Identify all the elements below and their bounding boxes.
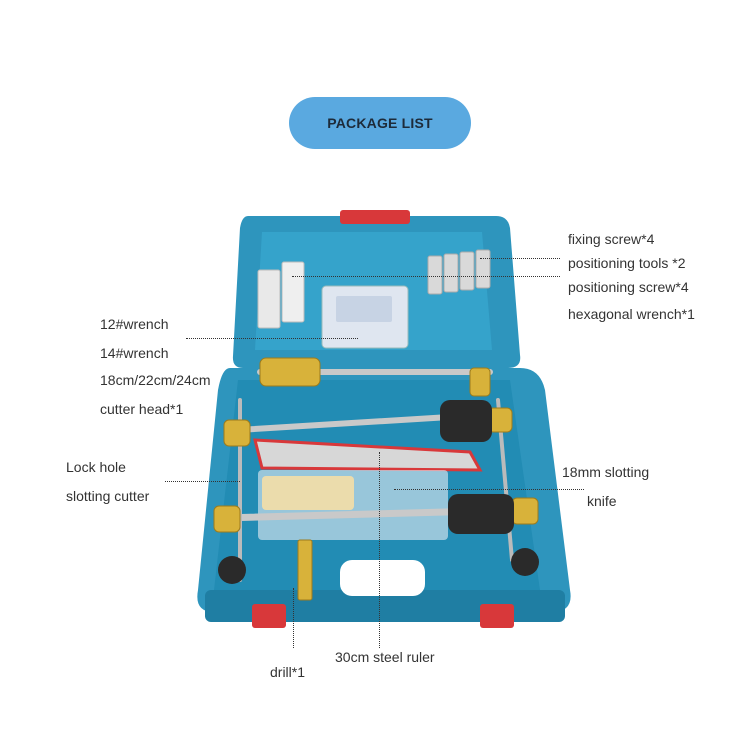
steel-ruler <box>253 438 483 472</box>
leader-12-wrench <box>186 338 358 339</box>
leader-steel-ruler <box>379 452 380 648</box>
leader-lock-hole <box>165 481 240 482</box>
leader-18mm-slotting <box>394 489 584 490</box>
package-list-title: PACKAGE LIST <box>289 97 471 149</box>
label-positioning-screw: positioning screw*4 <box>568 279 689 295</box>
case-latch-right <box>480 604 514 628</box>
label-18mm-slotting: 18mm slotting <box>562 464 650 480</box>
label-lock-hole: Lock hole <box>66 459 126 475</box>
label-cutter-sizes: 18cm/22cm/24cm <box>100 372 211 388</box>
case-handle <box>340 560 425 596</box>
case-latch-top <box>340 210 410 224</box>
label-cutter-head: cutter head*1 <box>100 401 184 417</box>
label-fixing-screw: fixing screw*4 <box>568 231 655 247</box>
case-latch-left <box>252 604 286 628</box>
label-drill: drill*1 <box>270 664 306 680</box>
label-14-wrench: 14#wrench <box>100 345 169 361</box>
label-12-wrench: 12#wrench <box>100 316 169 332</box>
leader-fixing-screw <box>480 258 560 259</box>
label-hex-wrench: hexagonal wrench*1 <box>568 306 695 322</box>
leader-positioning-tools <box>292 276 560 277</box>
leader-drill <box>293 588 294 648</box>
label-slotting-cutter: slotting cutter <box>66 488 150 504</box>
label-knife: knife <box>587 493 617 509</box>
label-steel-ruler: 30cm steel ruler <box>335 649 435 665</box>
label-positioning-tools: positioning tools *2 <box>568 255 686 271</box>
